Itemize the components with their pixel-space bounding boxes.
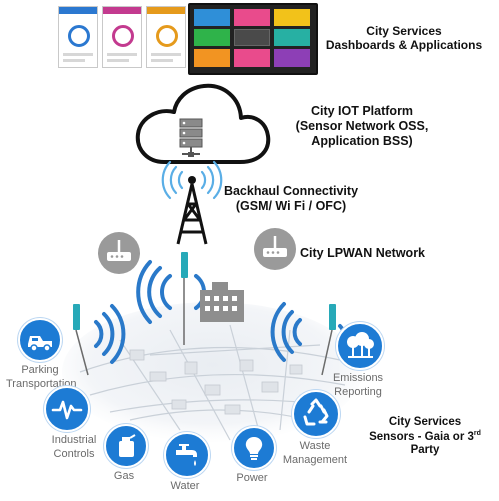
app-tile: [274, 9, 310, 26]
dashboard-card-header: [147, 7, 185, 14]
iot-platform-heading: City IOT Platform (Sensor Network OSS, A…: [262, 104, 462, 149]
backhaul-heading: Backhaul Connectivity (GSM/ Wi Fi / OFC): [216, 184, 366, 214]
dashboard-card-ring: [68, 25, 90, 47]
app-tile: [274, 29, 310, 46]
waste-node: [292, 390, 340, 438]
trees-icon: [347, 332, 374, 358]
dashboard-card-header: [103, 7, 141, 14]
dashboards-title-line2: Dashboards & Applications: [325, 38, 483, 53]
app-tile: [234, 29, 270, 46]
dashboard-card: [146, 6, 186, 68]
sensors-line2-suffix: Party: [410, 444, 440, 457]
backhaul-line2: (GSM/ Wi Fi / OFC): [235, 199, 347, 213]
sensors-line2: Sensors - Gaia or 3rd Party: [354, 430, 496, 458]
app-tile: [194, 29, 230, 46]
building-icon: [200, 282, 244, 322]
dashboard-card-header: [59, 7, 97, 14]
dashboards-title-line1: City Services: [366, 24, 442, 38]
iot-platform-line3: Application BSS): [311, 134, 413, 148]
emissions-label: Emissions Reporting: [332, 372, 384, 398]
sensors-line2-prefix: Sensors - Gaia or 3: [369, 430, 474, 443]
iot-platform-line2: (Sensor Network OSS,: [295, 119, 429, 133]
signal-waves: [94, 260, 347, 364]
server-icon: [179, 118, 203, 157]
app-tile: [234, 49, 270, 67]
city-map: [62, 252, 362, 442]
app-tile: [274, 49, 310, 67]
waste-label: Waste Management: [282, 440, 348, 466]
gas-can-icon: [119, 434, 136, 457]
cloud-icon: [135, 83, 271, 164]
sensors-line2-sup: rd: [473, 429, 481, 437]
dashboard-card: [102, 6, 142, 68]
dashboard-card-ring: [156, 25, 178, 47]
cell-tower-icon: [161, 160, 223, 245]
power-label: Power: [236, 472, 268, 484]
sensors-line1: City Services: [388, 416, 462, 428]
parking-node: [18, 318, 62, 362]
industrial-node: [44, 386, 90, 432]
gas-node: [104, 424, 148, 468]
dashboard-thumbnails: [58, 6, 186, 72]
lpwan-heading: City LPWAN Network: [300, 246, 426, 260]
router-icon: [107, 240, 131, 261]
app-tile: [194, 49, 230, 67]
emissions-node: [336, 322, 384, 370]
dashboards-heading: City Services Dashboards & Applications: [312, 24, 496, 53]
application-screen: [188, 3, 318, 75]
gas-label: Gas: [113, 470, 135, 482]
lightbulb-icon: [245, 437, 263, 460]
faucet-icon: [176, 444, 197, 466]
iot-platform-line1: City IOT Platform: [310, 104, 414, 118]
power-node: [232, 426, 276, 470]
industrial-label: Industrial Controls: [51, 434, 97, 460]
app-tile: [194, 9, 230, 26]
lpwan-gateway-left: [98, 232, 140, 274]
water-node: [164, 432, 210, 478]
water-label: Water: [170, 480, 200, 492]
pulse-icon: [51, 400, 83, 420]
lpwan-gateway-right: [254, 228, 296, 270]
dashboard-card: [58, 6, 98, 68]
app-tile: [234, 9, 270, 26]
sensor-antennas: [73, 252, 336, 330]
car-icon: [28, 336, 52, 352]
recycle-icon: [303, 398, 329, 426]
router-icon: [263, 236, 287, 257]
sensors-heading: City Services Sensors - Gaia or 3rd Part…: [354, 416, 496, 458]
dashboard-card-ring: [112, 25, 134, 47]
backhaul-line1: Backhaul Connectivity: [223, 184, 359, 198]
